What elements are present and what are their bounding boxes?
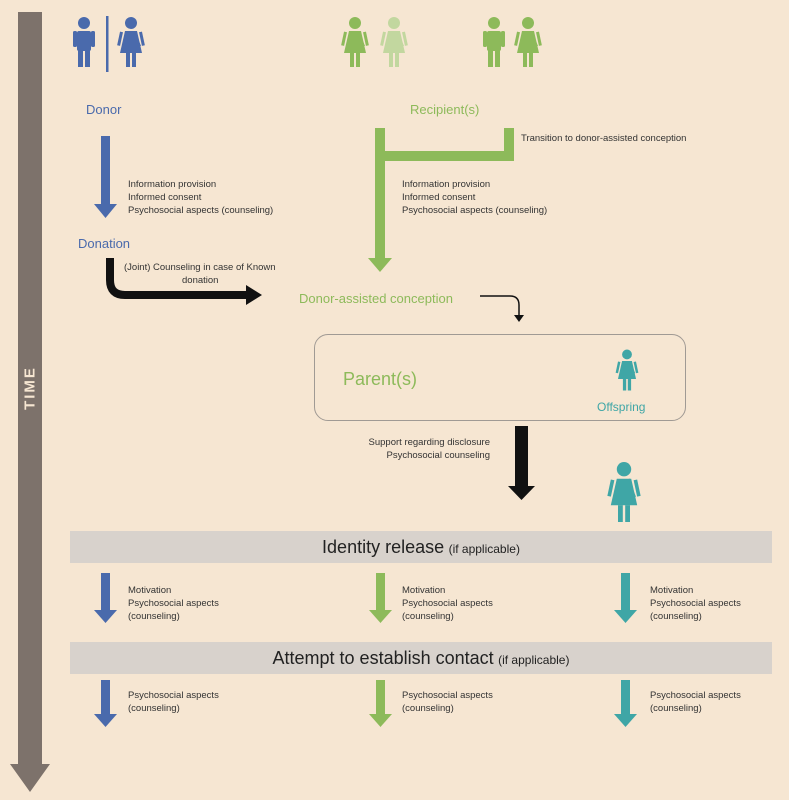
recipient-motivation-text: Motivation Psychosocial aspects (counsel… [402,584,493,623]
contact-band: Attempt to establish contact (if applica… [70,642,772,674]
recipient-contact-arrow [369,680,392,727]
disclosure-label: Support regarding disclosure Psychosocia… [356,436,490,462]
offspring-contact-text: Psychosocial aspects (counseling) [650,689,741,715]
contact-line: Psychosocial aspects [128,690,219,701]
motivation-line: Motivation [650,585,694,596]
conception-label: Donor-assisted conception [299,291,453,306]
donor-contact-arrow [94,680,117,727]
contact-line: Psychosocial aspects [650,690,741,701]
donor-step: Information provision [128,179,217,190]
identity-release-title: Identity release (if applicable) [70,537,772,558]
identity-release-band: Identity release (if applicable) [70,531,772,563]
contact-line: (counseling) [402,703,454,714]
motivation-line: Psychosocial aspects [650,598,741,609]
donor-step: Psychosocial aspects (counseling) [128,205,274,216]
donor-contact-text: Psychosocial aspects (counseling) [128,689,219,715]
contact-main: Attempt to establish contact [272,648,494,668]
contact-line: (counseling) [650,703,702,714]
joint-counseling-line: donation [182,275,219,286]
donor-down-arrow [94,136,117,218]
identity-release-sub: (if applicable) [448,542,520,556]
recipient-transition-arrow [368,128,514,272]
conception-to-parents-arrow [480,295,524,322]
time-axis-arrow [10,12,50,792]
motivation-line: (counseling) [128,611,180,622]
disclosure-line: Psychosocial counseling [386,450,490,461]
motivation-line: Psychosocial aspects [128,598,219,609]
offspring-label: Offspring [597,400,646,414]
offspring-large-icon [607,462,641,522]
recipients-label: Recipient(s) [410,102,480,117]
offspring-motivation-text: Motivation Psychosocial aspects (counsel… [650,584,741,623]
time-axis-label: TIME [21,366,39,410]
contact-title: Attempt to establish contact (if applica… [70,648,772,669]
donor-step: Informed consent [128,192,202,203]
recipient-contact-text: Psychosocial aspects (counseling) [402,689,493,715]
joint-counseling-label: (Joint) Counseling in case of Known dona… [124,261,276,287]
recipient-steps: Information provision Informed consent P… [402,178,547,217]
donor-label: Donor [86,102,122,117]
offspring-motivation-arrow [614,573,637,623]
contact-line: Psychosocial aspects [402,690,493,701]
joint-counseling-line: (Joint) Counseling in case of Known [124,262,276,273]
motivation-line: Psychosocial aspects [402,598,493,609]
recipient-couples-icon [341,17,542,67]
transition-label: Transition to donor-assisted conception [521,133,687,144]
donation-to-conception-arrow [106,258,262,305]
identity-release-main: Identity release [322,537,445,557]
donor-steps: Information provision Informed consent P… [128,178,273,217]
motivation-line: (counseling) [402,611,454,622]
donor-motivation-arrow [94,573,117,623]
disclosure-line: Support regarding disclosure [368,437,490,448]
contact-sub: (if applicable) [498,653,570,667]
donor-motivation-text: Motivation Psychosocial aspects (counsel… [128,584,219,623]
recipient-step: Informed consent [402,192,476,203]
recipient-step: Psychosocial aspects (counseling) [402,205,548,216]
contact-line: (counseling) [128,703,180,714]
offspring-contact-arrow [614,680,637,727]
parent-offspring-box [314,334,686,421]
disclosure-down-arrow [508,426,535,500]
motivation-line: Motivation [402,585,446,596]
recipient-motivation-arrow [369,573,392,623]
recipient-step: Information provision [402,179,491,190]
parents-label: Parent(s) [343,369,418,389]
donor-couple-icon [73,16,145,72]
motivation-line: Motivation [128,585,172,596]
motivation-line: (counseling) [650,611,702,622]
donation-label: Donation [78,236,131,251]
